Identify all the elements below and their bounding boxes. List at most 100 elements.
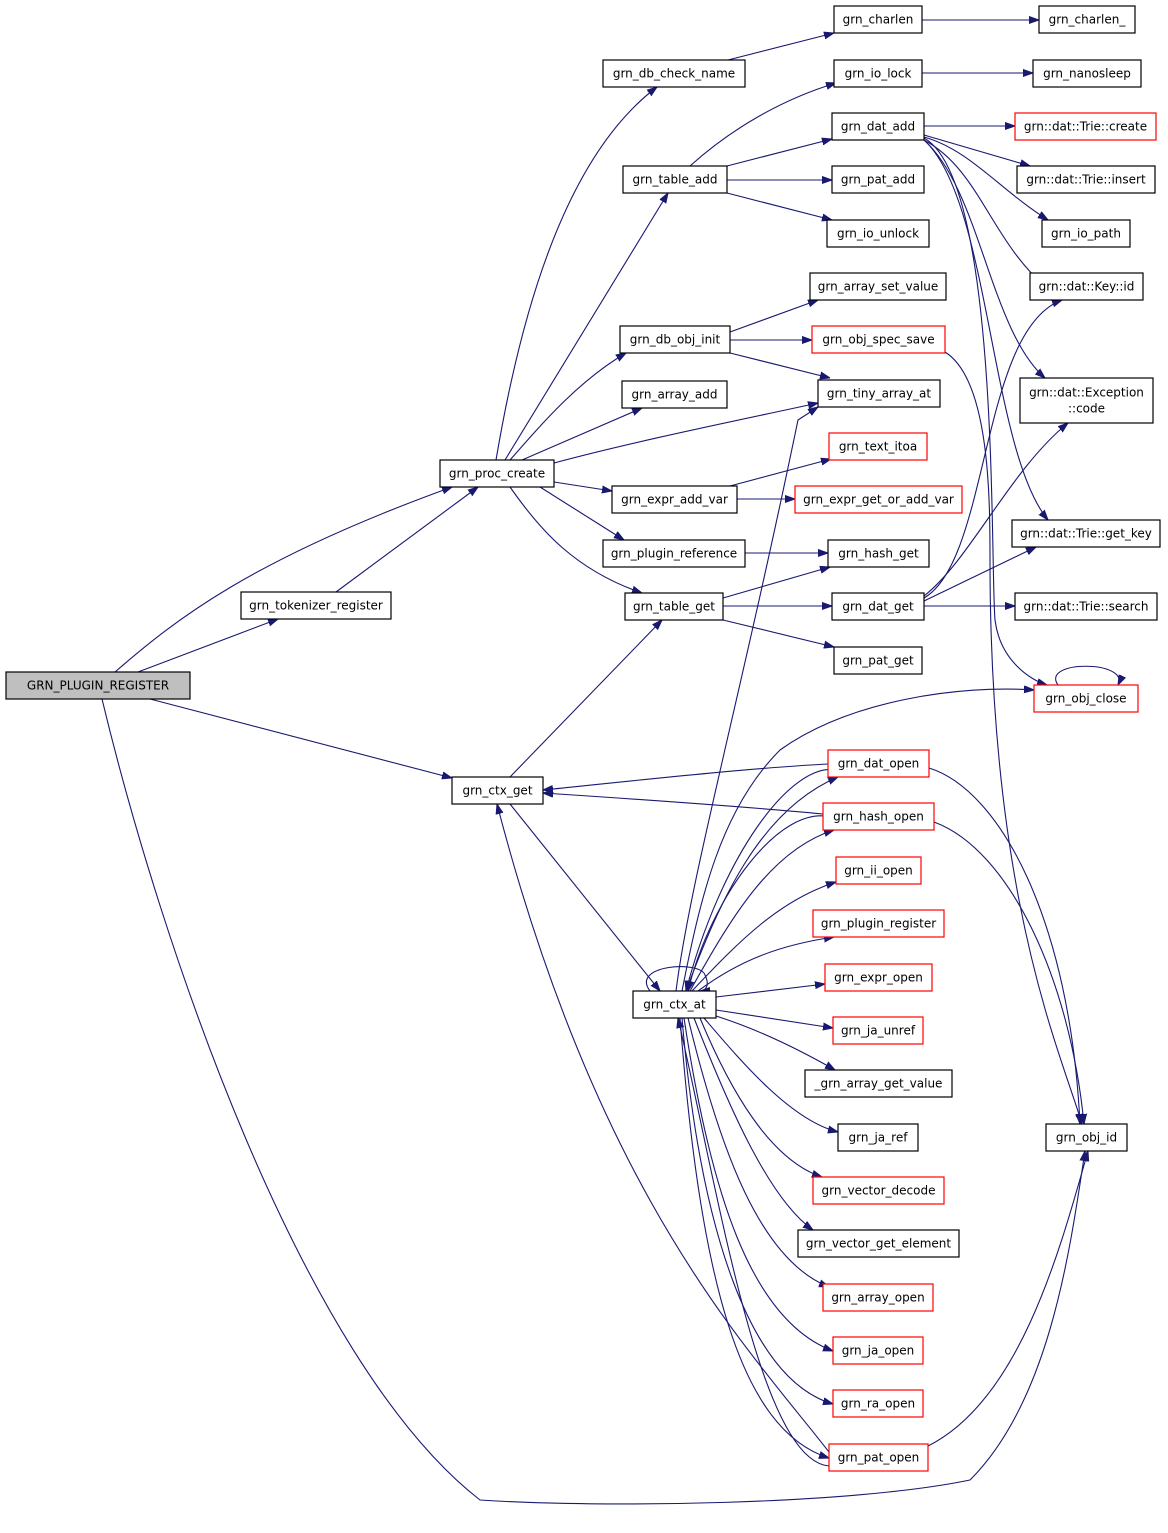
node-db-check-name[interactable]: grn_db_check_name <box>602 59 746 88</box>
node-label: grn_table_get <box>633 600 715 614</box>
node-ja-open[interactable]: grn_ja_open <box>832 1336 924 1365</box>
node-obj-spec-save[interactable]: grn_obj_spec_save <box>811 325 946 354</box>
edge-ctx-at-to-vector-decode <box>699 1017 822 1177</box>
node-label: grn_proc_create <box>449 467 545 481</box>
node-box <box>812 1176 945 1205</box>
node-ja-ref[interactable]: grn_ja_ref <box>837 1123 919 1152</box>
edge-table-add-to-dat-add <box>726 139 832 167</box>
node-trie-search[interactable]: grn::dat::Trie::search <box>1014 592 1158 621</box>
node-table-add[interactable]: grn_table_add <box>622 165 728 194</box>
node-plugin-reference[interactable]: grn_plugin_reference <box>602 539 746 568</box>
node-key-id[interactable]: grn::dat::Key::id <box>1029 272 1144 301</box>
node-label: grn_vector_get_element <box>806 1237 951 1251</box>
edge-proc-create-to-plugin-reference <box>539 486 624 540</box>
node-dat-add[interactable]: grn_dat_add <box>831 112 925 141</box>
node-box <box>831 165 925 194</box>
node-label: grn_vector_decode <box>822 1184 936 1198</box>
node-io-unlock[interactable]: grn_io_unlock <box>826 219 930 248</box>
node-label: ::code <box>1068 402 1105 416</box>
node-label: grn::dat::Trie::insert <box>1026 173 1146 187</box>
node-pat-open[interactable]: grn_pat_open <box>828 1443 929 1472</box>
node-ja-unref[interactable]: grn_ja_unref <box>832 1016 924 1045</box>
edge-dat-get-to-exception-code <box>923 423 1068 597</box>
node-hash-open[interactable]: grn_hash_open <box>822 802 935 831</box>
edge-proc-create-to-db-obj-init <box>509 353 626 461</box>
node-ctx-at[interactable]: grn_ctx_at <box>632 990 717 1019</box>
edge-hash-open-to-obj-id <box>933 821 1084 1124</box>
edge-proc-create-to-db-check-name <box>495 87 657 461</box>
node-label: grn::dat::Trie::search <box>1024 600 1149 614</box>
node-pat-get[interactable]: grn_pat_get <box>833 646 923 675</box>
node-dat-open[interactable]: grn_dat_open <box>827 749 930 778</box>
node-expr-open[interactable]: grn_expr_open <box>824 963 933 992</box>
node-trie-insert[interactable]: grn::dat::Trie::insert <box>1016 165 1156 194</box>
node-text-itoa[interactable]: grn_text_itoa <box>828 432 928 461</box>
node-dat-get[interactable]: grn_dat_get <box>831 592 925 621</box>
node-obj-close[interactable]: grn_obj_close <box>1033 684 1139 713</box>
node-hash-get[interactable]: grn_hash_get <box>827 539 930 568</box>
node-box <box>811 325 946 354</box>
node-pat-add[interactable]: grn_pat_add <box>831 165 925 194</box>
node-plugin-register-main[interactable]: GRN_PLUGIN_REGISTER <box>5 671 191 700</box>
edge-proc-create-to-table-add <box>504 193 668 461</box>
node-box <box>611 485 738 514</box>
node-array-set-value[interactable]: grn_array_set_value <box>809 272 947 301</box>
node-label: grn_obj_spec_save <box>822 333 934 347</box>
edge-dat-add-to-trie-get-key <box>923 139 1048 520</box>
node-array-add[interactable]: grn_array_add <box>621 380 728 409</box>
node-table-get[interactable]: grn_table_get <box>624 592 724 621</box>
node-ii-open[interactable]: grn_ii_open <box>835 856 922 885</box>
edge-proc-create-to-tiny-array-at <box>553 403 818 464</box>
node-db-obj-init[interactable]: grn_db_obj_init <box>619 325 731 354</box>
edge-proc-create-to-array-add <box>521 408 642 461</box>
edge-pat-open-to-ctx-get <box>497 804 830 1453</box>
node-vector-decode[interactable]: grn_vector_decode <box>812 1176 945 1205</box>
node-tiny-array-at[interactable]: grn_tiny_array_at <box>817 379 941 408</box>
node-box <box>809 272 947 301</box>
node-proc-create[interactable]: grn_proc_create <box>439 459 555 488</box>
edge-ctx-at-to-vector-get-element <box>693 1017 813 1230</box>
node-obj-id[interactable]: grn_obj_id <box>1045 1123 1128 1152</box>
edge-dat-open-to-ctx-get <box>543 763 829 790</box>
node-expr-add-var[interactable]: grn_expr_add_var <box>611 485 738 514</box>
node-charlen-[interactable]: grn_charlen_ <box>1038 5 1136 34</box>
node-plugin-register[interactable]: grn_plugin_register <box>812 909 945 938</box>
edge-dat-get-to-trie-get-key <box>923 547 1036 602</box>
edge-ctx-at-to-ja-unref <box>715 1009 833 1028</box>
node-label: grn_pat_open <box>838 1451 920 1465</box>
node-box <box>831 592 925 621</box>
node-label: grn_charlen <box>843 13 914 27</box>
node-box <box>804 1069 953 1098</box>
node-tokenizer-register[interactable]: grn_tokenizer_register <box>240 591 392 620</box>
node-ctx-get[interactable]: grn_ctx_get <box>451 776 544 805</box>
node-trie-get-key[interactable]: grn::dat::Trie::get_key <box>1011 519 1161 548</box>
edge-dat-add-to-trie-insert <box>923 134 1030 166</box>
node-array-get-value[interactable]: _grn_array_get_value <box>804 1069 953 1098</box>
node-box <box>1038 5 1136 34</box>
edge-ctx-at-to-array-open <box>687 1017 829 1287</box>
node-box <box>835 856 922 885</box>
node-vector-get-element[interactable]: grn_vector_get_element <box>797 1229 960 1258</box>
node-box <box>1032 59 1142 88</box>
node-label: grn::dat::Trie::create <box>1024 120 1147 134</box>
node-ra-open[interactable]: grn_ra_open <box>832 1389 924 1418</box>
node-nanosleep[interactable]: grn_nanosleep <box>1032 59 1142 88</box>
edge-ctx-at-to-ctx-at <box>646 966 707 991</box>
node-io-path[interactable]: grn_io_path <box>1041 219 1131 248</box>
node-io-lock[interactable]: grn_io_lock <box>833 59 923 88</box>
node-label: grn_nanosleep <box>1043 67 1131 81</box>
node-box <box>1011 519 1161 548</box>
edge-table-add-to-io-unlock <box>726 192 832 220</box>
node-label: grn_hash_open <box>833 810 924 824</box>
edge-ctx-at-to-expr-open <box>715 984 825 998</box>
node-label: grn_dat_get <box>842 600 914 614</box>
node-trie-create[interactable]: grn::dat::Trie::create <box>1014 112 1157 141</box>
node-charlen[interactable]: grn_charlen <box>833 5 923 34</box>
node-label: grn_io_path <box>1051 227 1121 241</box>
node-array-open[interactable]: grn_array_open <box>822 1283 934 1312</box>
node-box <box>837 1123 919 1152</box>
node-exception-code[interactable]: grn::dat::Exception::code <box>1019 377 1154 424</box>
node-expr-get-or-add-var[interactable]: grn_expr_get_or_add_var <box>794 485 963 514</box>
node-label: grn_ctx_at <box>643 998 706 1012</box>
edge-ctx-at-to-ja-ref <box>703 1017 838 1132</box>
